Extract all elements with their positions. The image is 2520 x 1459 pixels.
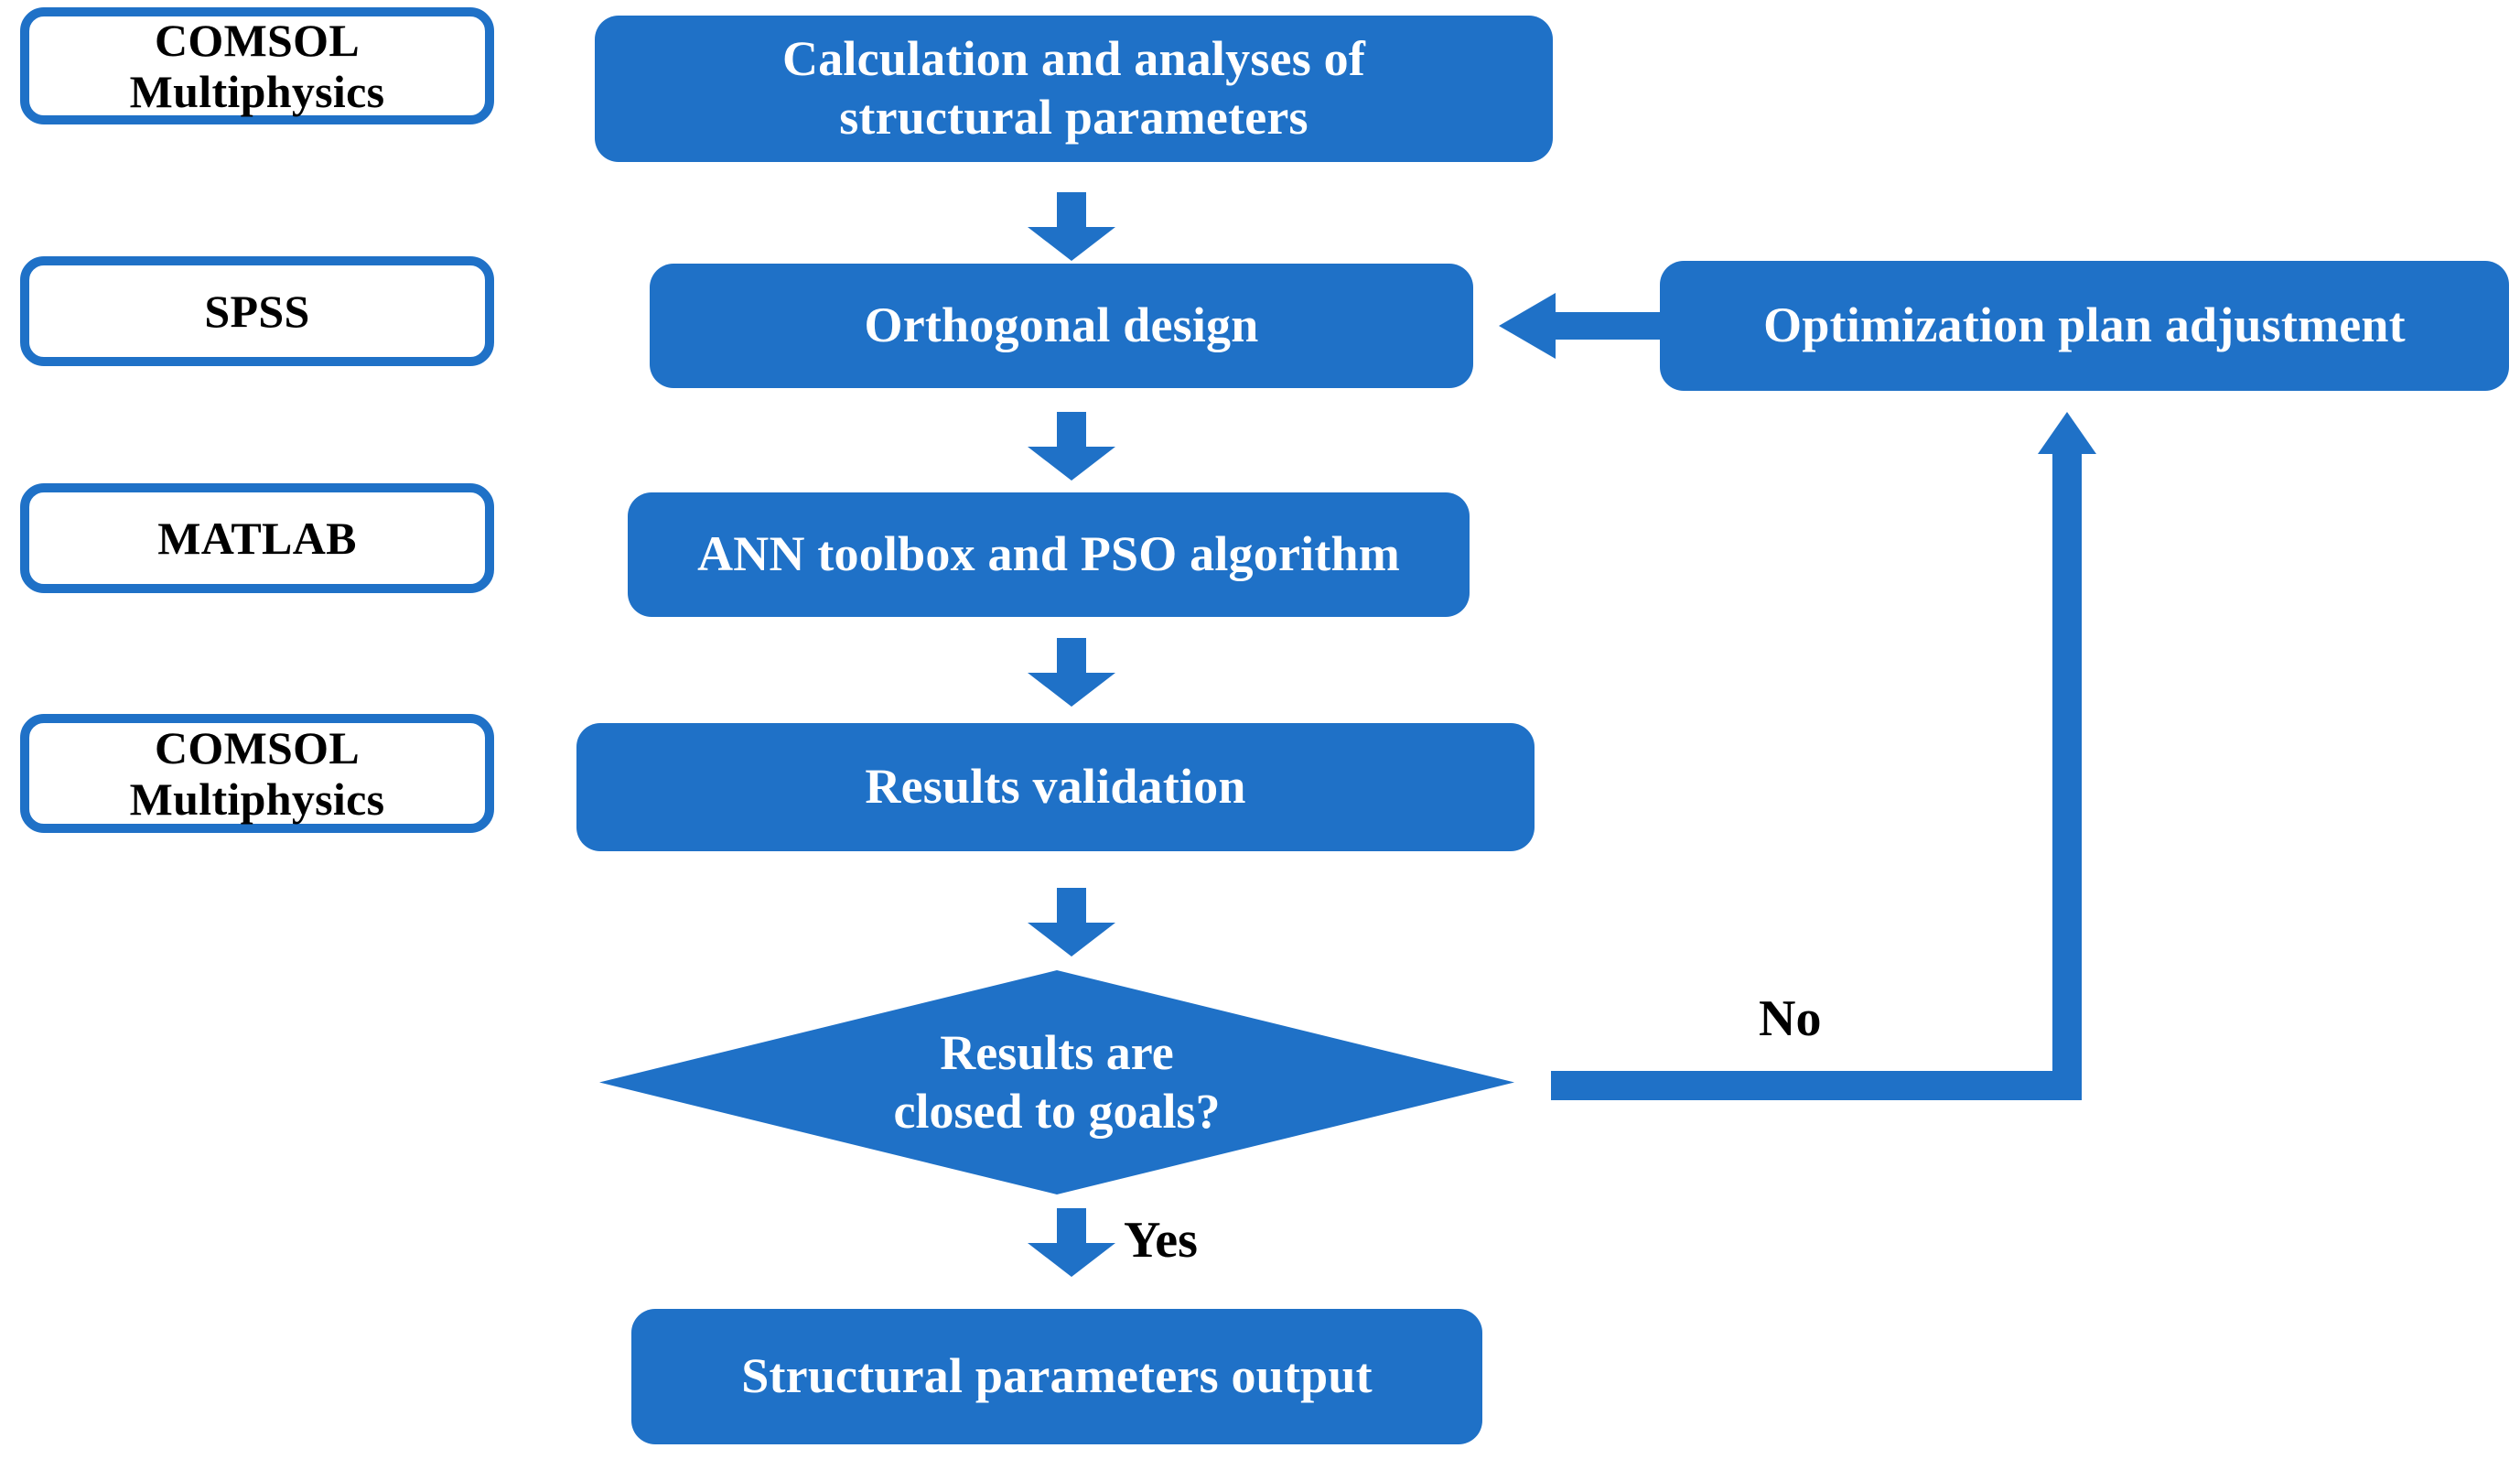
tool-box-comsol-1-label: COMSOL Multiphysics xyxy=(129,15,385,117)
process-box-structural-parameters-output-label: Structural parameters output xyxy=(741,1348,1373,1404)
process-box-ann-pso[interactable]: ANN toolbox and PSO algorithm xyxy=(628,492,1470,617)
branch-label-no: No xyxy=(1759,990,1822,1047)
tool-box-comsol-2-label: COMSOL Multiphysics xyxy=(129,722,385,825)
process-box-orthogonal-design-label: Orthogonal design xyxy=(864,297,1259,353)
arrow-orthogonal-to-ann-pso xyxy=(1028,412,1115,481)
tool-box-spss-label: SPSS xyxy=(204,286,310,337)
process-box-results-validation-label: Results validation xyxy=(865,759,1246,815)
process-box-orthogonal-design[interactable]: Orthogonal design xyxy=(650,264,1473,388)
connector-no-horizontal xyxy=(1551,1071,2082,1100)
process-box-ann-pso-label: ANN toolbox and PSO algorithm xyxy=(697,526,1400,582)
arrow-no-into-optimization xyxy=(2038,412,2096,454)
tool-box-spss[interactable]: SPSS xyxy=(20,256,494,366)
decision-label: Results are closed to goals? xyxy=(893,1024,1221,1139)
arrow-decision-to-output xyxy=(1028,1208,1115,1277)
arrow-validation-to-decision xyxy=(1028,888,1115,956)
tool-box-matlab[interactable]: MATLAB xyxy=(20,483,494,593)
process-box-optimization-plan-adjustment[interactable]: Optimization plan adjustment xyxy=(1660,261,2509,391)
process-box-results-validation[interactable]: Results validation xyxy=(576,723,1535,851)
tool-box-matlab-label: MATLAB xyxy=(157,513,357,564)
arrow-optimization-to-orthogonal xyxy=(1499,293,1664,359)
arrow-ann-pso-to-validation xyxy=(1028,638,1115,707)
tool-box-comsol-1[interactable]: COMSOL Multiphysics xyxy=(20,7,494,124)
process-box-calculation-label: Calculation and analyses of structural p… xyxy=(782,31,1365,145)
arrow-calculation-to-orthogonal xyxy=(1028,192,1115,261)
connector-no-vertical xyxy=(2052,449,2082,1100)
process-box-structural-parameters-output[interactable]: Structural parameters output xyxy=(631,1309,1482,1444)
tool-box-comsol-2[interactable]: COMSOL Multiphysics xyxy=(20,714,494,833)
decision-results-closed-to-goals[interactable]: Results are closed to goals? xyxy=(599,970,1514,1194)
process-box-optimization-plan-adjustment-label: Optimization plan adjustment xyxy=(1763,297,2406,353)
process-box-calculation[interactable]: Calculation and analyses of structural p… xyxy=(595,16,1553,162)
branch-label-yes: Yes xyxy=(1124,1212,1198,1269)
